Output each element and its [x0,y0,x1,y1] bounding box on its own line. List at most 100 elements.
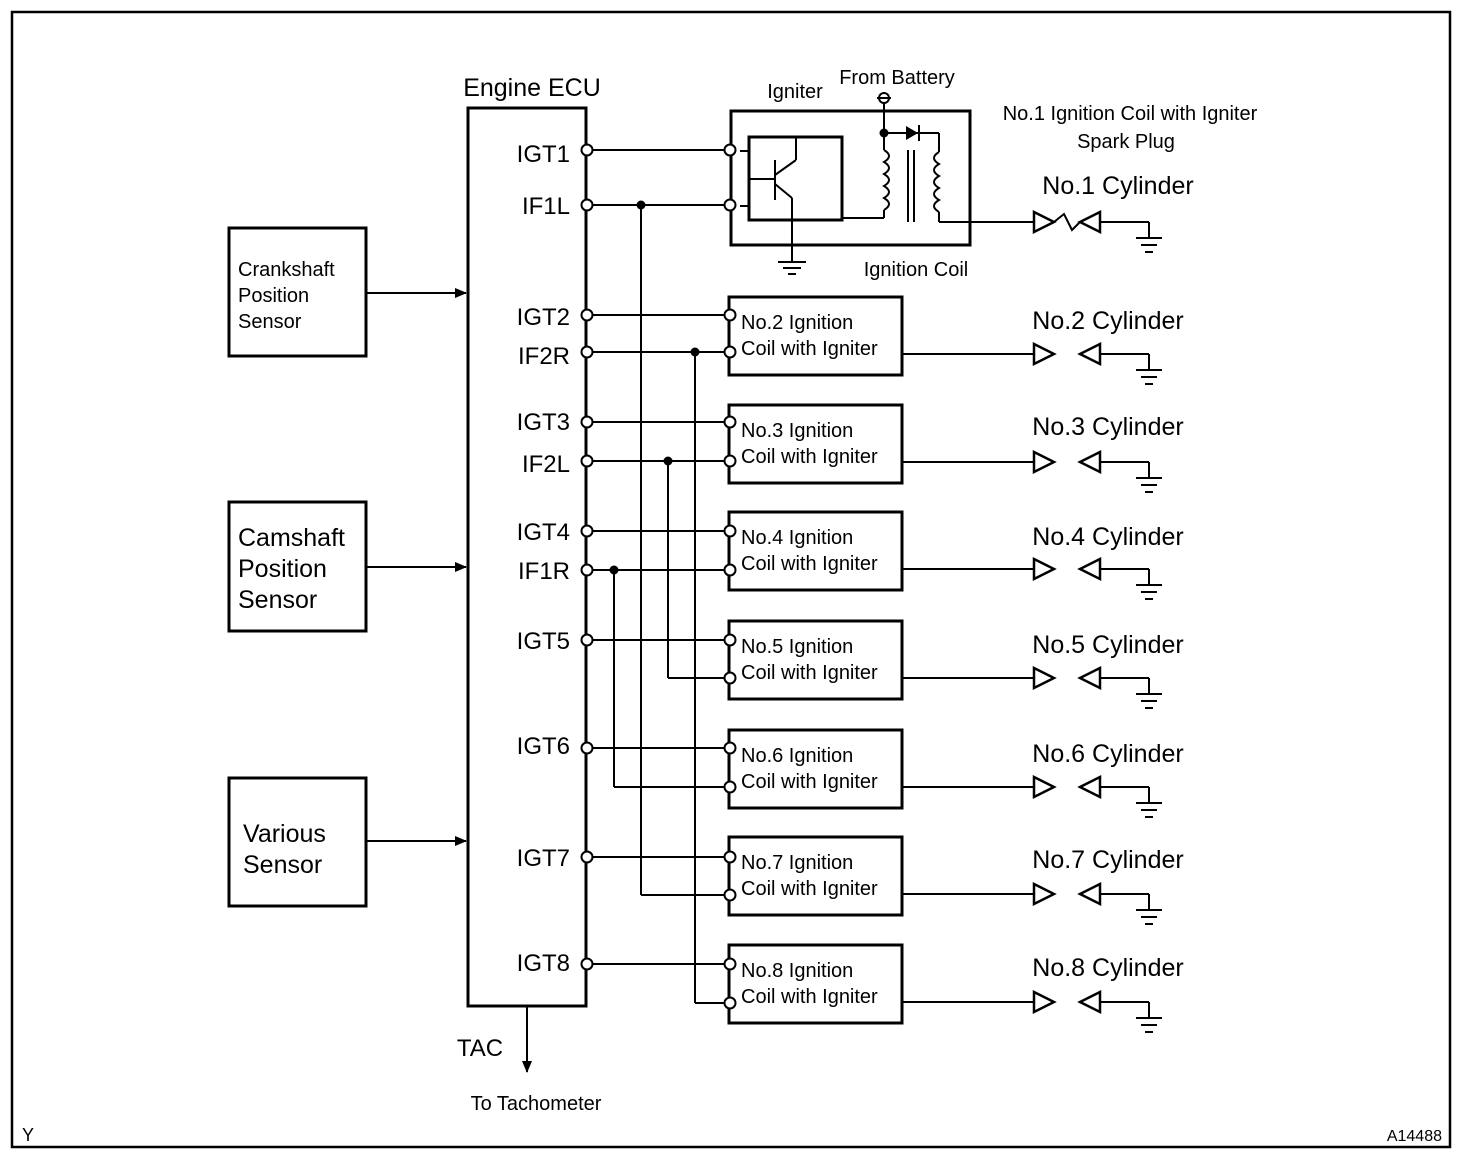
coil-terminal-9 [723,633,737,647]
coil-label-line2-no2: Coil with Igniter [741,338,878,360]
spark-plug-label: Spark Plug [1077,131,1175,153]
coil-label-line1-no8: No.8 Ignition [741,960,853,982]
igniter-ground-icon [778,258,806,275]
spark-plug-icon-no5 [1032,665,1162,709]
coil-terminal-11 [723,741,737,755]
ecu-terminal-if2r [580,345,594,359]
pin-label-igt7: IGT7 [517,845,570,872]
ignition-coil-label: Ignition Coil [864,259,969,281]
coil-terminal-13 [723,850,737,864]
pin-label-if2l: IF2L [522,451,570,478]
no1-cylinder-label: No.1 Cylinder [1042,172,1193,200]
pin-label-igt3: IGT3 [517,409,570,436]
wire-if1l [587,200,730,896]
coil-label-line2-no8: Coil with Igniter [741,986,878,1008]
ecu-terminal-igt8 [580,957,594,971]
ecu-terminal-igt7 [580,850,594,864]
crankshaft-sensor-line2: Position [238,285,309,307]
camshaft-sensor-line3: Sensor [238,586,317,614]
transistor-collector [774,159,797,176]
no1-coil-igniter-box [729,109,972,247]
pin-label-if1r: IF1R [518,558,570,585]
cylinder-label-no6: No.6 Cylinder [1032,740,1183,768]
junction-dot-if2r [690,347,700,357]
coil-terminal-4 [723,345,737,359]
coil-terminal-6 [723,454,737,468]
spark-plug-icon-no2 [1032,341,1162,385]
coil-label-line1-no4: No.4 Ignition [741,527,853,549]
no1-coil-title: No.1 Ignition Coil with Igniter [1003,103,1258,125]
coil-terminal-5 [723,415,737,429]
from-battery-label: From Battery [839,67,955,89]
spark-plug-icon-no7 [1032,881,1162,925]
crankshaft-sensor-line1: Crankshaft [238,259,335,281]
coil-box-no8 [727,943,904,1025]
camshaft-sensor-line1: Camshaft [238,524,345,552]
cylinder-label-no3: No.3 Cylinder [1032,413,1183,441]
junction-dot-if1l [636,200,646,210]
coil-box-no7 [727,835,904,917]
coil-box-no4 [727,510,904,592]
coil-terminal-14 [723,888,737,902]
junction-dot-if1r [609,565,619,575]
coil-box-no6 [727,728,904,810]
wire-if2r [587,347,730,1004]
coil-terminal-12 [723,780,737,794]
coil-label-line2-no7: Coil with Igniter [741,878,878,900]
pin-label-igt2: IGT2 [517,304,570,331]
pin-label-igt5: IGT5 [517,628,570,655]
igniter-label: Igniter [767,81,823,103]
primary-coil-icon [882,149,890,211]
coil-box-no2 [727,295,904,377]
spark-plug-icon-no3 [1032,449,1162,493]
coil-terminal-15 [723,957,737,971]
ecu-title: Engine ECU [463,74,601,102]
diode-icon [906,125,920,141]
coil-label-line2-no3: Coil with Igniter [741,446,878,468]
pin-label-if1l: IF1L [522,193,570,220]
no1-spark-plug-icon [1032,209,1162,253]
coil-label-line1-no3: No.3 Ignition [741,420,853,442]
coil-terminal-2 [723,198,737,212]
pin-label-if2r: IF2R [518,343,570,370]
coil-box-no5 [727,619,904,701]
coil-label-line1-no5: No.5 Ignition [741,636,853,658]
coil-terminal-1 [723,143,737,157]
ecu-terminal-igt1 [580,143,594,157]
spark-plug-icon-no6 [1032,774,1162,818]
pin-label-igt8: IGT8 [517,950,570,977]
various-sensor-line2: Sensor [243,851,322,879]
camshaft-sensor-line2: Position [238,555,327,583]
wire-if2l [587,456,730,679]
wire-if1r [587,565,730,788]
ecu-terminal-igt5 [580,633,594,647]
coil-box-no3 [727,403,904,485]
ecu-terminal-if2l [580,454,594,468]
transistor-emitter [774,183,793,199]
ecu-terminal-igt6 [580,741,594,755]
coil-terminal-16 [723,996,737,1010]
to-tachometer-label: To Tachometer [471,1093,602,1115]
coil-label-line1-no6: No.6 Ignition [741,745,853,767]
tac-label: TAC [457,1035,503,1062]
various-sensor-line1: Various [243,820,326,848]
pin-label-igt1: IGT1 [517,141,570,168]
ecu-terminal-if1l [580,198,594,212]
coil-label-line1-no2: No.2 Ignition [741,312,853,334]
cylinder-label-no8: No.8 Cylinder [1032,954,1183,982]
cylinder-label-no5: No.5 Cylinder [1032,631,1183,659]
coil-label-line2-no5: Coil with Igniter [741,662,878,684]
coil-terminal-10 [723,671,737,685]
pin-label-igt6: IGT6 [517,733,570,760]
figure-code: A14488 [1387,1128,1442,1145]
junction-dot-if2l [663,456,673,466]
crankshaft-sensor-line3: Sensor [238,311,302,333]
cylinder-label-no2: No.2 Cylinder [1032,307,1183,335]
secondary-coil-icon [933,151,941,213]
